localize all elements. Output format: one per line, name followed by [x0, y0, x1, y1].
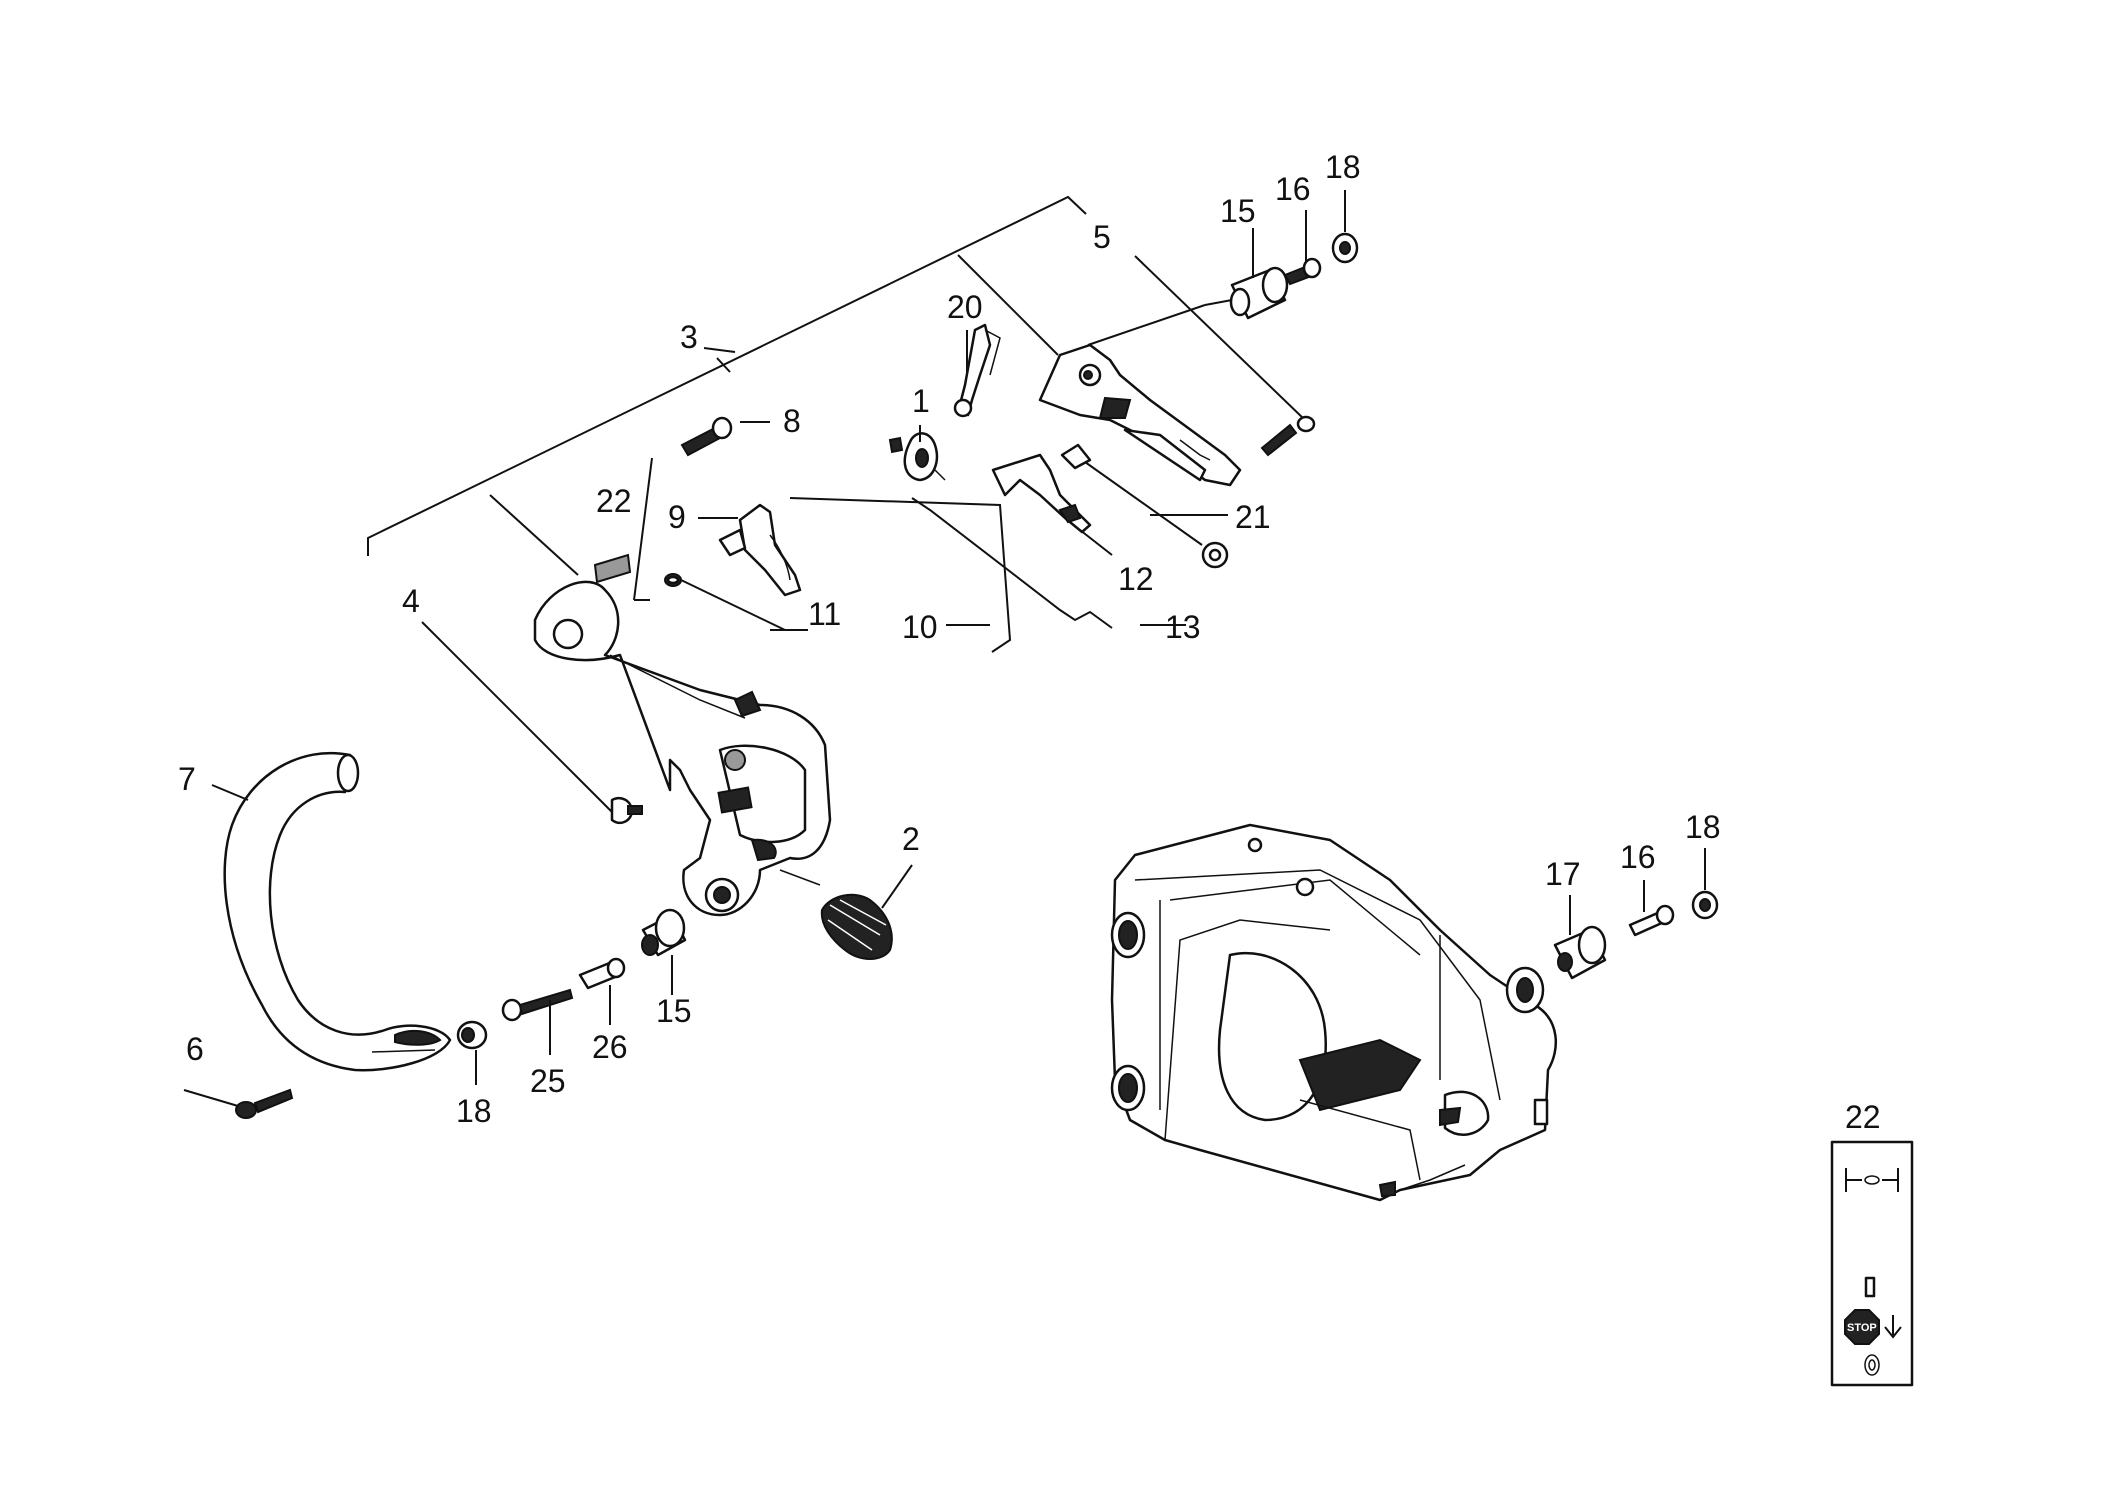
label-25: 25 [530, 1063, 566, 1099]
label-20: 20 [947, 289, 983, 325]
label-2: 2 [902, 821, 920, 857]
trigger-assembly [1038, 343, 1242, 487]
label-16-right: 16 [1620, 839, 1656, 875]
part-17-mount [1553, 925, 1607, 980]
part-10-rod [789, 497, 1012, 653]
front-handle-bar [223, 751, 452, 1072]
label-4: 4 [402, 583, 420, 619]
part-4-screw [610, 796, 643, 824]
crankcase-housing [1110, 823, 1558, 1202]
decal-plate-22: STOP [1830, 1140, 1914, 1387]
part-18-washer-left [456, 1020, 488, 1050]
part-13-rod [911, 497, 1113, 629]
label-15-bottom: 15 [656, 993, 692, 1029]
label-18-bottom-left: 18 [456, 1093, 492, 1129]
part-11-spring [664, 573, 786, 631]
part-25-bolt [501, 988, 574, 1022]
label-16-top: 16 [1275, 171, 1311, 207]
part-labels: 1 2 3 4 5 6 7 8 9 10 11 12 13 15 15 16 1… [178, 149, 1881, 1135]
stop-sign-icon [1844, 1309, 1880, 1345]
part-18-washer-top [1331, 232, 1359, 264]
part-6-screw [235, 1088, 294, 1119]
label-8: 8 [783, 403, 801, 439]
part-22-label-plate [593, 553, 632, 584]
label-11: 11 [808, 596, 841, 632]
part-2-spring-mount [820, 893, 893, 960]
label-15-top: 15 [1220, 193, 1256, 229]
part-20-latch [953, 323, 1001, 418]
label-18-top: 18 [1325, 149, 1361, 185]
label-1: 1 [912, 383, 930, 419]
label-12: 12 [1118, 561, 1154, 597]
part-16-bolt-top [1283, 257, 1322, 286]
part-26-sleeve [578, 957, 626, 990]
part-16-bolt-right [1628, 904, 1675, 937]
part-9-throttle-trigger [718, 503, 802, 597]
part-18-washer-right [1691, 890, 1719, 920]
label-9: 9 [668, 499, 686, 535]
part-8-screw [680, 416, 733, 457]
part-12-lever [991, 453, 1092, 534]
label-13: 13 [1165, 609, 1201, 645]
label-26: 26 [592, 1029, 628, 1065]
label-5: 5 [1093, 219, 1111, 255]
part-5-screw [1260, 415, 1316, 457]
leader-lines [183, 190, 1706, 1107]
part-1-spring [888, 432, 946, 482]
label-22-handle: 22 [596, 483, 632, 519]
label-10: 10 [902, 609, 938, 645]
arrow-down-icon [1884, 1315, 1902, 1339]
part-15-mount-top [1229, 266, 1289, 320]
label-7: 7 [178, 761, 196, 797]
rear-handle-housing [533, 580, 832, 917]
assembly-bracket-lines [367, 195, 1306, 813]
label-18-right: 18 [1685, 809, 1721, 845]
label-6: 6 [186, 1031, 204, 1067]
label-17: 17 [1545, 856, 1581, 892]
label-21: 21 [1235, 499, 1271, 535]
label-22-decal: 22 [1845, 1099, 1881, 1135]
part-21-cable [1060, 443, 1229, 569]
part-15-mount-bottom [641, 908, 687, 957]
label-3: 3 [680, 319, 698, 355]
stop-text: STOP [1847, 1322, 1877, 1334]
